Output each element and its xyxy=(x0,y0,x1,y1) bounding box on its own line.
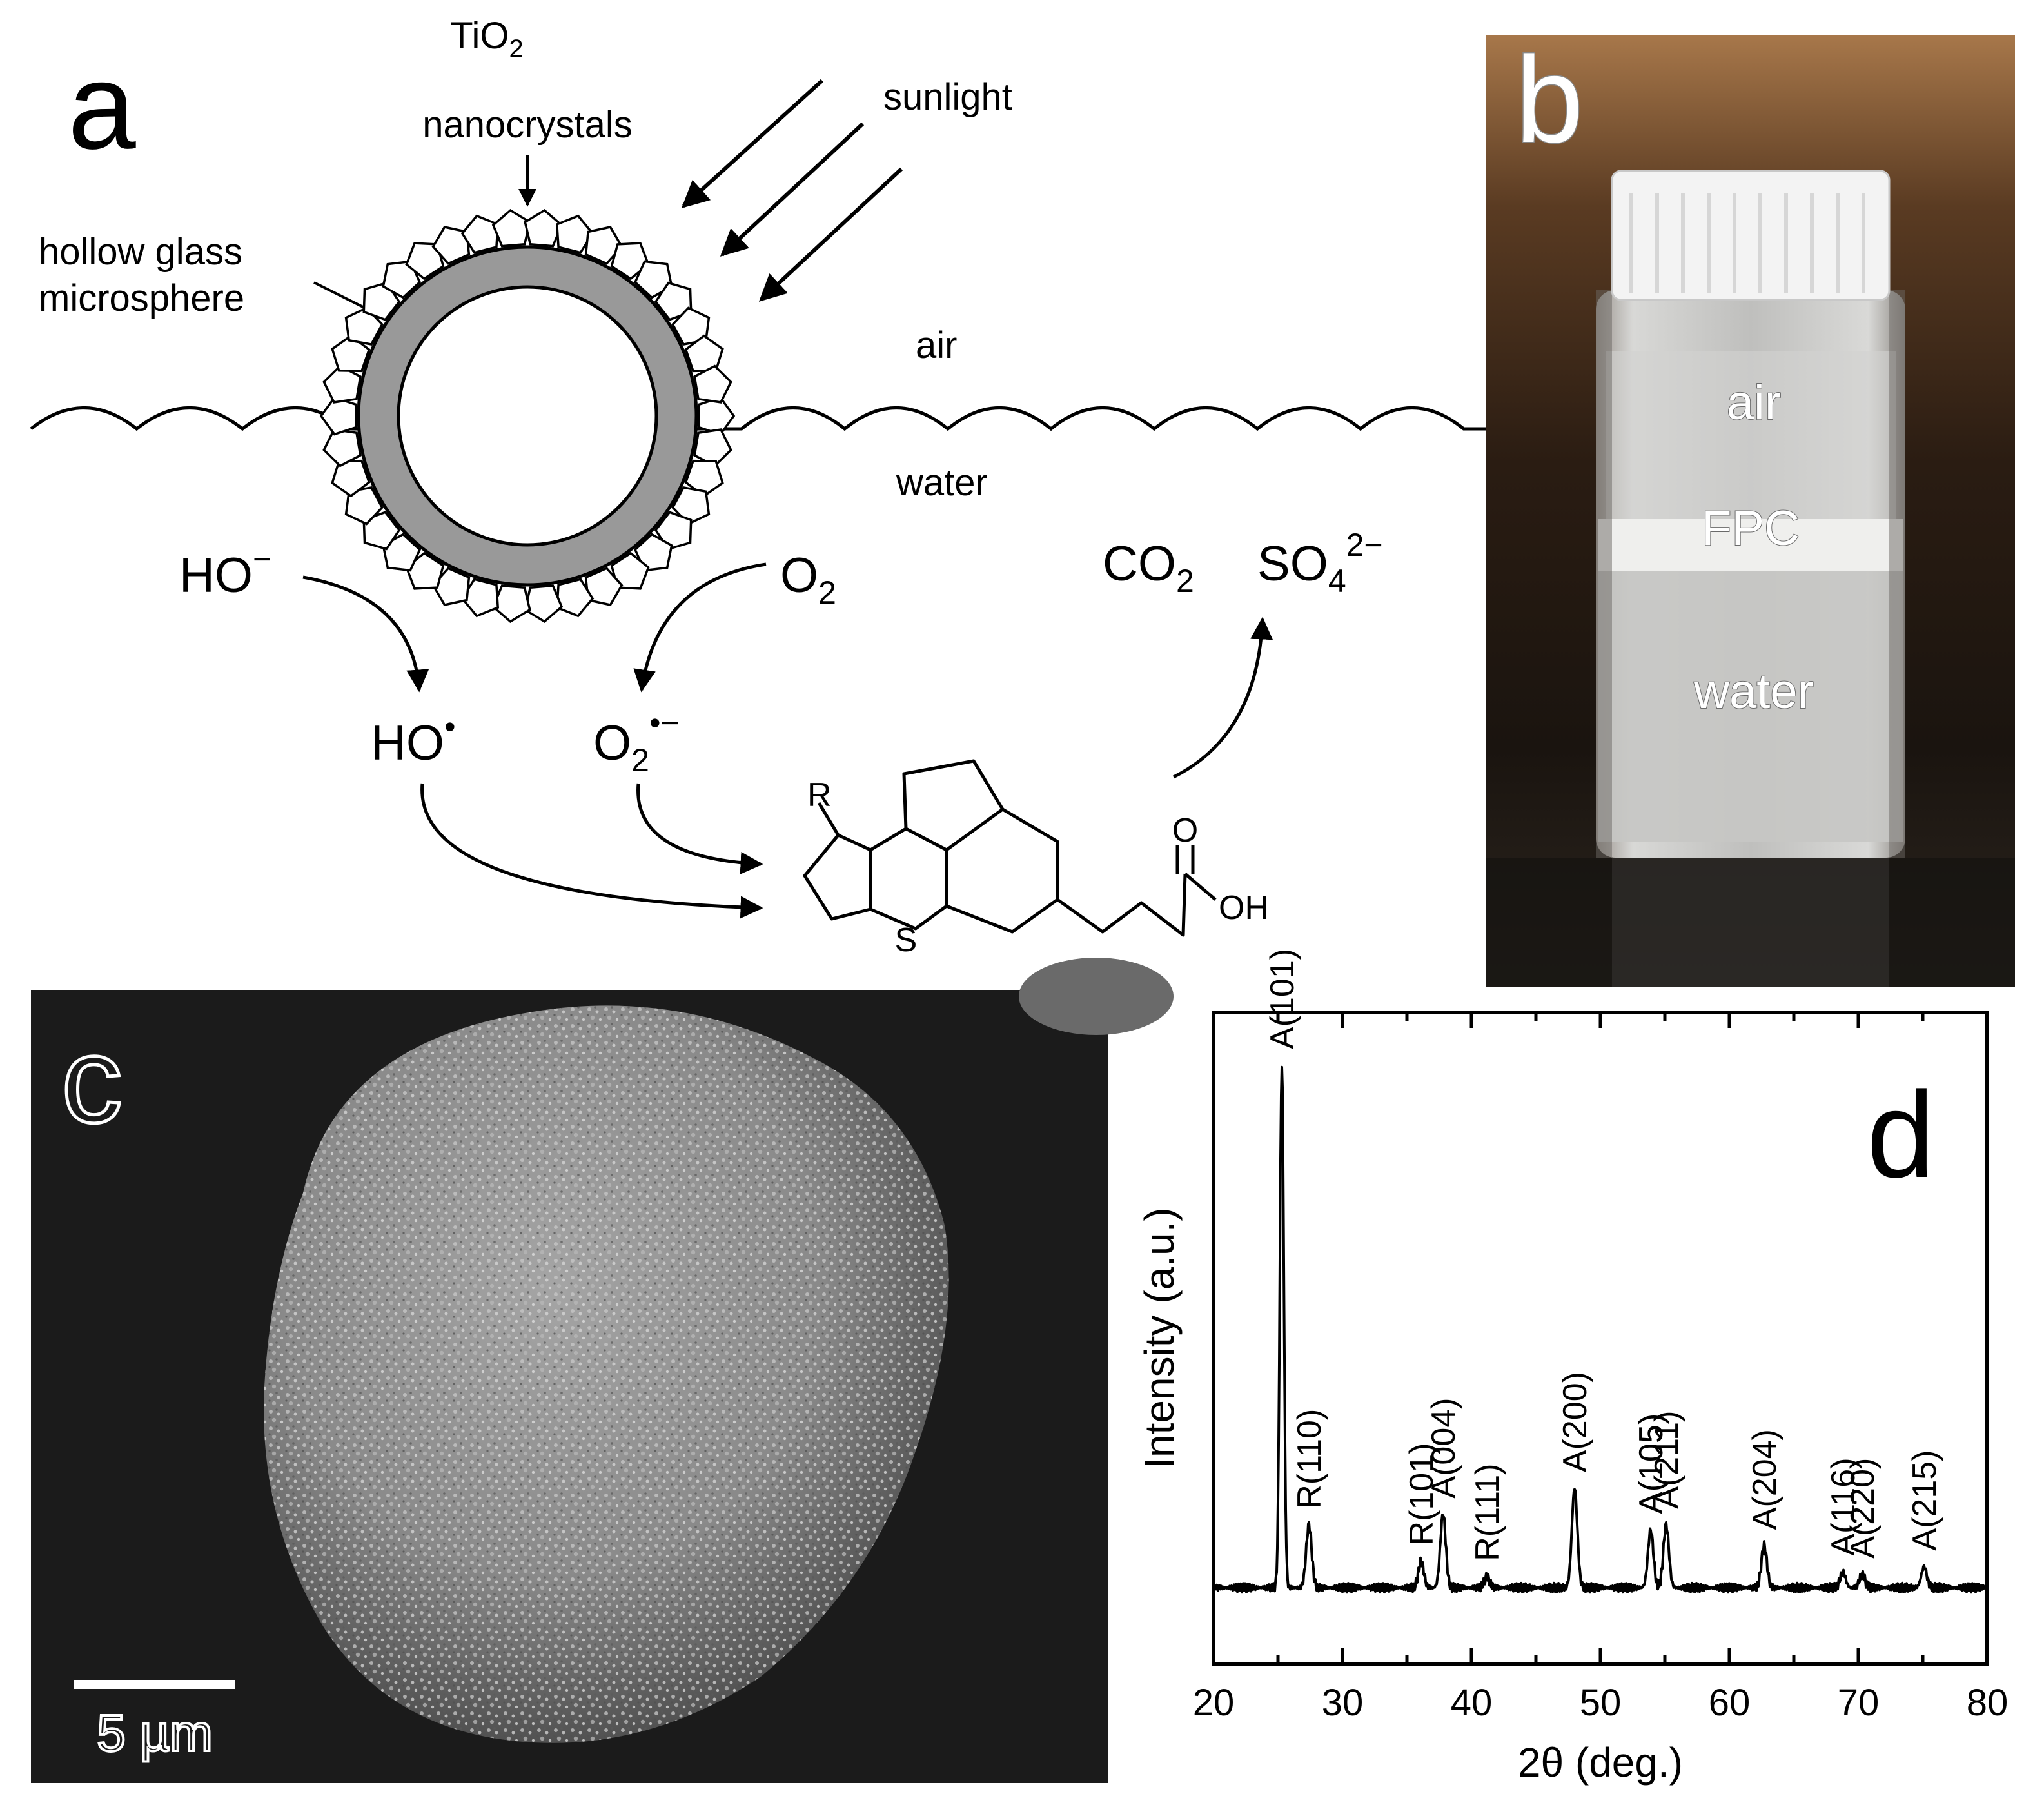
panel-b: b air FPC water xyxy=(1486,31,2015,987)
superoxide-radical-label: O2•− xyxy=(593,705,680,778)
superoxide-attack-arrow xyxy=(636,783,763,874)
peak-label: R(110) xyxy=(1291,1409,1328,1509)
tio2-coating-texture xyxy=(264,1005,949,1743)
peak-label: A(220) xyxy=(1844,1458,1882,1559)
x-tick-label: 80 xyxy=(1967,1682,2009,1724)
panel-c-letter: c xyxy=(61,1012,123,1149)
air-label-a: air xyxy=(916,324,957,366)
x-tick-label: 60 xyxy=(1709,1682,1751,1724)
peak-label: A(211) xyxy=(1648,1411,1685,1509)
scale-bar-label: 5 µm xyxy=(97,1704,212,1762)
peak-label: A(116) xyxy=(1825,1457,1862,1555)
x-tick-label: 70 xyxy=(1838,1682,1880,1724)
peak-label: R(101) xyxy=(1403,1443,1440,1546)
hydroxide-oxidation-arrow xyxy=(302,575,429,693)
tio2-nanocrystal-shell xyxy=(319,208,736,624)
microsphere-label: microsphere xyxy=(39,277,244,319)
panel-c: c 5 µm xyxy=(31,958,1174,1783)
panel-a: a TiO2 nanocrystals sunlight hollow glas… xyxy=(30,15,1486,959)
neighbor-particle xyxy=(1019,958,1174,1035)
hydroxyl-attack-arrow xyxy=(420,783,763,919)
co2-label: CO2 xyxy=(1103,537,1194,599)
molecule-r-label: R xyxy=(807,776,832,814)
tio2-nanocrystal xyxy=(319,396,358,436)
tio2-label: TiO2 xyxy=(450,15,524,63)
xrd-pattern-line xyxy=(1215,1065,1986,1594)
x-axis-ticks: 20 30 40 50 60 70 80 xyxy=(1193,1012,2009,1724)
sulfate-label: SO42− xyxy=(1257,527,1383,599)
fpc-layer xyxy=(1598,519,1903,571)
cap-ridges xyxy=(1629,193,1865,293)
air-label-b: air xyxy=(1727,375,1781,430)
x-axis-label: 2θ (deg.) xyxy=(1518,1739,1683,1786)
peak-label: A(105) xyxy=(1633,1414,1670,1514)
oxygen-label: O2 xyxy=(780,548,836,611)
x-tick-label: 50 xyxy=(1580,1682,1622,1724)
tio2-nanocrystal xyxy=(524,584,564,624)
x-tick-label: 40 xyxy=(1451,1682,1493,1724)
mineralization-arrow xyxy=(1172,616,1273,779)
panel-d-letter: d xyxy=(1867,1067,1935,1203)
oxygen-reduction-arrow xyxy=(633,562,767,693)
water-label-b: water xyxy=(1693,664,1814,719)
fpc-label-b: FPC xyxy=(1702,501,1800,556)
peak-labels: A(101) R(110) R(101)A(004)R(111) A(200) A(10… xyxy=(1264,949,1943,1561)
x-tick-label: 20 xyxy=(1193,1682,1235,1724)
panel-d: 20 30 40 50 60 70 80 A(101) R(110) R(101)A(004)R… xyxy=(1136,949,2008,1786)
sunlight-arrow-2 xyxy=(720,122,865,257)
molecule-o-label: O xyxy=(1172,812,1198,849)
molecule-oh-label: OH xyxy=(1219,889,1269,927)
water-label-a: water xyxy=(896,462,988,504)
x-tick-label: 30 xyxy=(1322,1682,1364,1724)
peak-label: A(200) xyxy=(1557,1372,1594,1472)
y-axis-label: Intensity (a.u.) xyxy=(1136,1207,1183,1469)
nanocrystals-label: nanocrystals xyxy=(422,104,633,146)
sunlight-arrow-3 xyxy=(758,167,903,302)
peak-label: A(101) xyxy=(1264,949,1301,1049)
scale-bar xyxy=(74,1680,235,1689)
vial-cap xyxy=(1611,170,1891,301)
water-layer xyxy=(1598,571,1903,842)
peak-label: A(004) xyxy=(1425,1398,1462,1499)
molecule-s-label: S xyxy=(895,922,918,959)
sunlight-label: sunlight xyxy=(883,76,1012,118)
tio2-nanocrystal xyxy=(693,364,732,404)
peak-label: A(215) xyxy=(1906,1450,1943,1551)
water-surface-line xyxy=(30,406,1486,431)
sunlight-arrow-1 xyxy=(681,79,824,208)
peak-label: A(204) xyxy=(1746,1429,1784,1530)
panel-a-letter: a xyxy=(68,38,136,175)
hollow-glass-label: hollow glass xyxy=(39,231,242,273)
panel-b-letter: b xyxy=(1515,32,1584,168)
hollow-core xyxy=(397,285,658,547)
hydroxide-label: HO− xyxy=(179,541,271,603)
vial-reflection xyxy=(1612,858,1889,987)
naphthenic-acid-molecule xyxy=(803,759,1217,937)
peak-label: R(111) xyxy=(1469,1464,1506,1561)
hydroxyl-radical-label: HO• xyxy=(371,709,456,771)
tio2-nanocrystal xyxy=(491,208,531,248)
